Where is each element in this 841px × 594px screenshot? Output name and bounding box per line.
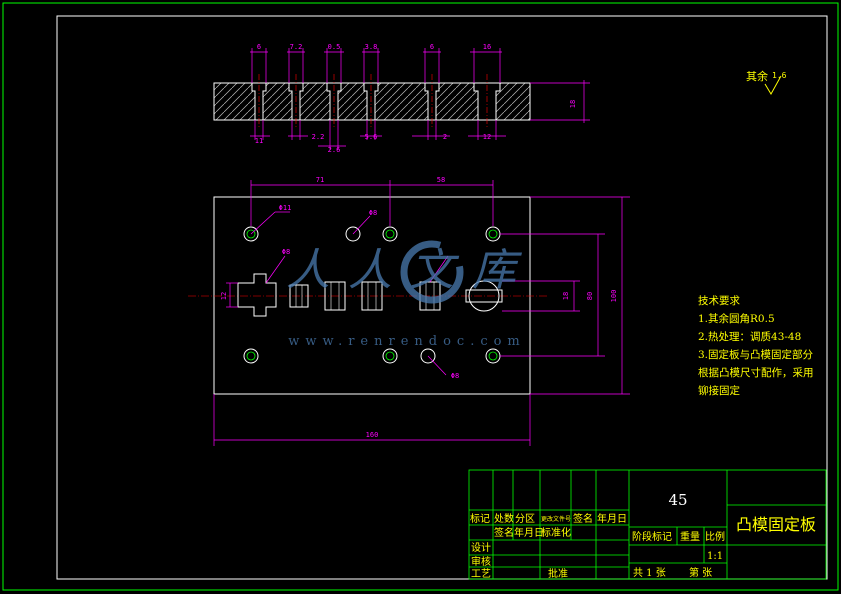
hole-bottom-right bbox=[485, 348, 501, 364]
section-view: 6 7.2 0.5 3.8 6 16 11 2.2 2.6 5.6 2 12 1… bbox=[213, 43, 590, 154]
punch-slot-4 bbox=[361, 281, 383, 311]
dim-section-bottom-1: 11 bbox=[255, 137, 263, 145]
roughness-value: 1.6 bbox=[772, 71, 787, 80]
technical-notes: 技术要求 1.其余圆角R0.5 2.热处理：调质43-48 3.固定板与凸模固定… bbox=[698, 294, 814, 397]
dim-plan-right: 58 bbox=[437, 176, 445, 184]
hole-label-1: Φ11 bbox=[279, 204, 292, 212]
tb-sheet-no: 第 张 bbox=[689, 566, 712, 579]
dim-section-bottom-5: 2 bbox=[443, 133, 447, 141]
dim-section-bottom-2: 2.2 bbox=[312, 133, 325, 141]
tb-sheets-total: 共 1 张 bbox=[633, 567, 666, 579]
dim-section-top-6: 16 bbox=[483, 43, 491, 51]
dim-section-bottom-3: 2.6 bbox=[328, 146, 341, 154]
dim-section-bottom-6: 12 bbox=[483, 133, 491, 141]
dim-section-top-3: 0.5 bbox=[328, 43, 341, 51]
tb-h-sign2: 签名 bbox=[494, 526, 514, 539]
punch-slot-1 bbox=[237, 273, 277, 317]
dim-plan-left-small: 12 bbox=[220, 292, 228, 300]
tb-material: 45 bbox=[668, 491, 687, 509]
plan-view: 71 58 160 100 80 18 12 Φ11 Φ8 Φ8 Φ8 bbox=[188, 176, 630, 446]
punch-slot-2 bbox=[289, 284, 309, 308]
dim-section-top-2: 7.2 bbox=[290, 43, 303, 51]
punch-slot-3 bbox=[324, 281, 346, 311]
hole-top-mid2 bbox=[382, 226, 398, 242]
dim-plan-total: 160 bbox=[366, 431, 379, 439]
hole-label-3: Φ8 bbox=[451, 372, 459, 380]
title-block: 45 凸模固定板 标记 处数 分区 更改文件号 签名 年月日 签名 年月日 标准… bbox=[468, 469, 827, 580]
dim-plan-small: 18 bbox=[562, 292, 570, 300]
dim-plan-height: 100 bbox=[610, 290, 618, 303]
tb-scale: 1:1 bbox=[707, 551, 723, 562]
dim-section-top-4: 3.8 bbox=[365, 43, 378, 51]
tb-part-name: 凸模固定板 bbox=[736, 515, 816, 534]
note-line-2: 2.热处理：调质43-48 bbox=[698, 330, 801, 343]
tb-h-weight: 重量 bbox=[680, 530, 700, 543]
tb-r-design: 设计 bbox=[471, 541, 491, 554]
tb-h-stage: 阶段标记 bbox=[632, 530, 672, 543]
hole-top-right bbox=[485, 226, 501, 242]
tb-h-mark: 标记 bbox=[470, 513, 490, 525]
plate-outline bbox=[213, 196, 531, 395]
tb-h-count: 处数 bbox=[494, 512, 514, 525]
hole-label-2: Φ8 bbox=[369, 209, 377, 217]
roughness-symbol bbox=[764, 75, 782, 95]
dim-plan-inner: 80 bbox=[586, 292, 594, 300]
notes-title: 技术要求 bbox=[698, 294, 740, 307]
tb-h-ratio: 比例 bbox=[705, 530, 725, 543]
note-line-5: 铆接固定 bbox=[698, 384, 740, 397]
inner-drawing-frame bbox=[56, 15, 828, 580]
note-line-1: 1.其余圆角R0.5 bbox=[698, 312, 775, 325]
hole-top-left bbox=[243, 226, 259, 242]
hole-bottom-mid2 bbox=[420, 348, 436, 364]
tb-h-docno: 更改文件号 bbox=[541, 515, 571, 523]
punch-round bbox=[468, 280, 500, 312]
watermark: 人人文库 www.renrendoc.com bbox=[286, 240, 534, 349]
tb-h-sign: 签名 bbox=[573, 512, 593, 525]
note-line-3: 3.固定板与凸模固定部分 bbox=[698, 348, 814, 361]
watermark-logo-ring bbox=[400, 240, 464, 304]
tb-h-std: 标准化 bbox=[541, 526, 571, 539]
tb-r-check: 审核 bbox=[471, 555, 491, 568]
punch-round-key bbox=[465, 289, 503, 303]
roughness-label: 其余 bbox=[746, 69, 768, 83]
roughness-note: 其余 1.6 bbox=[746, 69, 787, 95]
tb-r-process: 工艺 bbox=[471, 568, 491, 580]
watermark-url: www.renrendoc.com bbox=[288, 334, 526, 349]
hole-top-mid bbox=[345, 226, 361, 242]
hole-bottom-left bbox=[243, 348, 259, 364]
hole-bottom-mid bbox=[382, 348, 398, 364]
watermark-logo-text: 人人文库 bbox=[286, 245, 534, 296]
hole-label-4: Φ8 bbox=[282, 248, 290, 256]
note-line-4: 根据凸模尺寸配作，采用 bbox=[698, 366, 814, 379]
dim-section-top-5: 6 bbox=[430, 43, 434, 51]
dim-plan-left: 71 bbox=[316, 176, 324, 184]
tb-h-zone: 分区 bbox=[515, 513, 535, 525]
tb-r-approve: 批准 bbox=[548, 567, 568, 580]
dim-section-bottom-4: 5.6 bbox=[365, 133, 378, 141]
dim-section-top-1: 6 bbox=[257, 43, 261, 51]
tb-h-date: 年月日 bbox=[597, 512, 627, 525]
dim-section-height: 18 bbox=[569, 100, 577, 108]
tb-h-date2: 年月日 bbox=[514, 526, 544, 539]
